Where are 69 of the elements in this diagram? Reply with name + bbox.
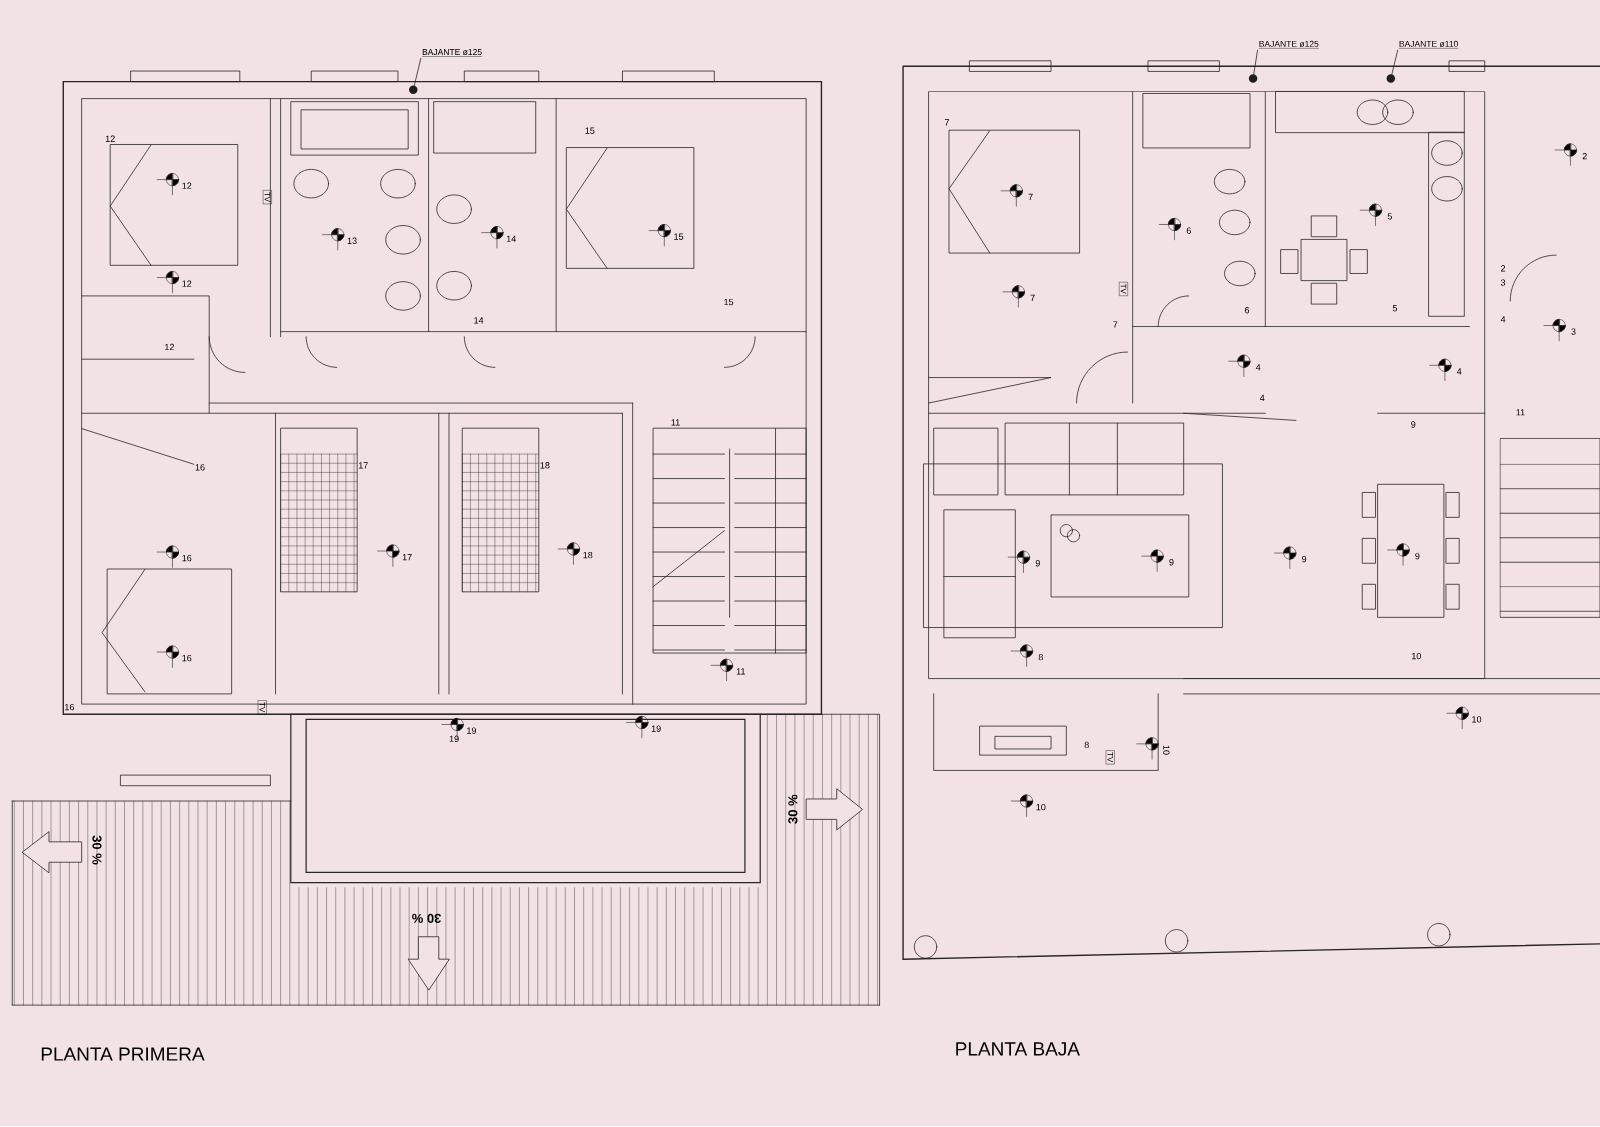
room-number: 12 xyxy=(105,135,115,143)
slope-label: 30 % xyxy=(92,835,102,865)
room-number: 16 xyxy=(182,555,192,562)
socket-label: TV xyxy=(257,700,267,715)
room-number: 7 xyxy=(1028,194,1033,201)
room-number: 12 xyxy=(182,280,192,288)
room-number: 15 xyxy=(724,299,734,306)
socket-label: TV xyxy=(1119,282,1128,296)
room-number: 18 xyxy=(583,552,593,559)
room-number: 19 xyxy=(449,735,459,743)
room-number: 4 xyxy=(1259,395,1265,402)
downpipe-label: BAJANTE ø125 xyxy=(1258,41,1319,49)
room-number: 3 xyxy=(1571,328,1576,336)
room-number: 17 xyxy=(358,462,368,469)
room-number: 6 xyxy=(1244,307,1250,314)
room-number: 12 xyxy=(182,182,192,190)
downpipe-symbol xyxy=(1386,74,1396,84)
plan-title: PLANTA BAJA xyxy=(956,1042,1080,1056)
room-number: 10 xyxy=(1163,745,1170,755)
room-number: 13 xyxy=(347,237,357,245)
leader-line xyxy=(413,58,422,87)
room-number: 14 xyxy=(506,235,516,243)
room-number: 4 xyxy=(1500,316,1506,323)
room-number: 5 xyxy=(1387,213,1392,220)
slope-label: 30 % xyxy=(788,794,798,824)
slope-label: 30 % xyxy=(412,914,442,924)
room-number: 16 xyxy=(195,464,205,471)
room-number: 19 xyxy=(651,725,661,732)
room-number: 10 xyxy=(1412,653,1421,660)
room-number: 15 xyxy=(674,233,684,241)
room-number: 7 xyxy=(1030,295,1035,302)
room-number: 11 xyxy=(671,419,680,426)
room-number: 2 xyxy=(1582,153,1587,160)
room-number: 19 xyxy=(467,727,476,735)
room-number: 4 xyxy=(1456,368,1462,375)
room-number: 2 xyxy=(1501,265,1506,272)
room-number: 8 xyxy=(1084,741,1089,749)
room-number: 3 xyxy=(1500,279,1506,287)
room-number: 17 xyxy=(402,554,412,561)
room-number: 7 xyxy=(944,119,949,126)
leader-line xyxy=(1253,49,1258,75)
downpipe-symbol xyxy=(409,85,418,95)
room-number: 11 xyxy=(1516,409,1525,416)
plan-title: PLANTA PRIMERA xyxy=(41,1047,205,1061)
room-number: 9 xyxy=(1169,559,1174,566)
downpipe-symbol xyxy=(1248,74,1258,84)
room-number: 6 xyxy=(1186,227,1191,235)
room-number: 10 xyxy=(1036,804,1046,811)
room-number: 16 xyxy=(65,704,74,711)
socket-label: TV xyxy=(262,190,272,204)
room-number: 18 xyxy=(540,462,550,469)
room-number: 10 xyxy=(1472,716,1482,723)
room-number: 7 xyxy=(1113,321,1118,328)
room-number: 14 xyxy=(474,317,484,324)
room-number: 9 xyxy=(1411,421,1416,428)
room-number: 8 xyxy=(1038,654,1043,661)
room-number: 9 xyxy=(1302,556,1307,563)
room-number: 12 xyxy=(165,344,174,351)
socket-label: TV xyxy=(1105,750,1115,765)
leader-line xyxy=(1391,49,1399,75)
room-number: 16 xyxy=(182,655,192,662)
room-number: 9 xyxy=(1415,553,1420,560)
room-number: 15 xyxy=(585,127,595,134)
downpipe-label: BAJANTE ø110 xyxy=(1398,41,1459,49)
downpipe-label: BAJANTE ø125 xyxy=(421,49,483,57)
room-number: 9 xyxy=(1035,560,1040,567)
room-number: 5 xyxy=(1392,305,1398,312)
room-number: 11 xyxy=(736,668,746,675)
room-number: 4 xyxy=(1255,364,1261,371)
